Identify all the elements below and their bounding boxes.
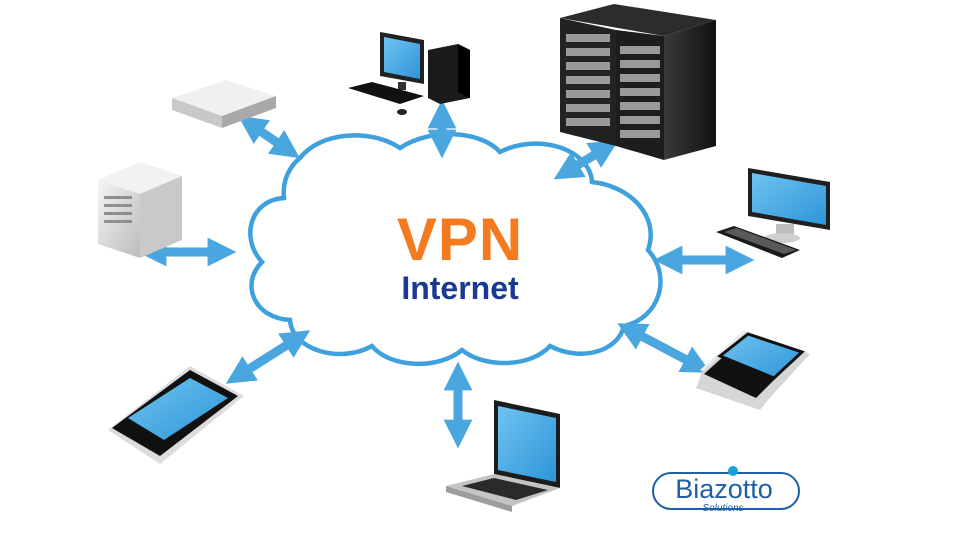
logo-name: Biazotto [675,474,773,504]
desktop-tower-icon [348,32,470,115]
logo-tagline: Solutions [702,503,744,514]
cloud-shape [248,131,663,367]
cloud-subtitle: Internet [401,270,519,306]
arrow-server-rack [553,140,619,180]
network-appliance-icon [172,80,276,128]
qwerty-phone-icon [696,330,810,410]
logo-pill [652,472,800,510]
server-rack-icon [560,4,716,160]
arrow-touch-phone [225,330,311,384]
arrow-appliance [238,115,300,159]
monitor-keyboard-icon [716,168,830,258]
brand-logo: Biazotto Solutions [648,466,804,516]
tower-server-icon [98,162,182,258]
logo-dot-icon [728,466,738,476]
laptop-icon [446,400,560,512]
internet-cloud [248,131,663,367]
arrow-qwerty-phone [617,323,711,373]
cloud-title: VPN [396,206,524,273]
smartphone-icon [108,366,244,464]
connection-arrows [137,99,755,449]
